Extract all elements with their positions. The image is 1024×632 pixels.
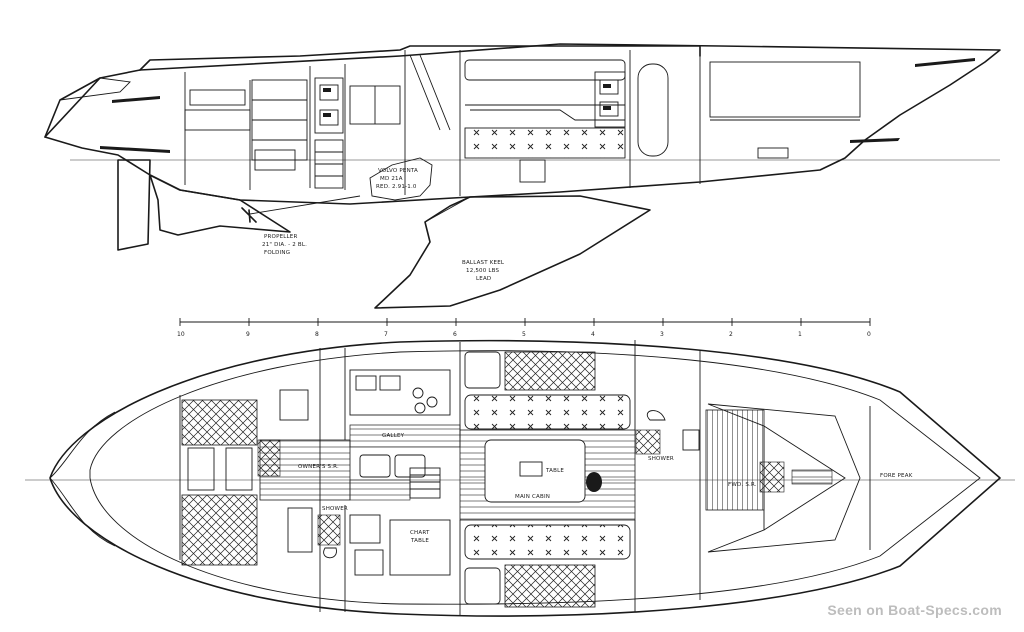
- propeller-label-2: 21" DIA. - 2 BL.: [262, 242, 307, 248]
- scale-label: 9: [246, 331, 250, 338]
- engine-label-1: VOLVO PENTA: [378, 168, 418, 174]
- chart-table-label-2: TABLE: [410, 538, 429, 544]
- scale-label: 6: [453, 331, 457, 338]
- cabin-trunk: [139, 45, 701, 71]
- scale-label: 3: [660, 331, 664, 338]
- scale-label: 2: [729, 331, 733, 338]
- chart-table-label-1: CHART: [410, 530, 430, 536]
- scale-label: 0: [867, 331, 871, 338]
- fwd-sr-label: FWD. S.R.: [728, 482, 757, 488]
- shower-aft-label: SHOWER: [322, 506, 348, 512]
- rudder: [117, 159, 151, 251]
- ballast-keel: [374, 195, 651, 309]
- shower-fwd-label: SHOWER: [648, 456, 674, 462]
- scale-label: 4: [591, 331, 595, 338]
- hull-profile: [44, 43, 1001, 205]
- scale-label: 7: [384, 331, 388, 338]
- watermark: Seen on Boat-Specs.com: [827, 602, 1002, 618]
- scale-label: 1: [798, 331, 802, 338]
- profile-settee: [464, 127, 626, 159]
- scale-label: 8: [315, 331, 319, 338]
- settee-port: [464, 394, 631, 430]
- settee-starboard: [464, 524, 631, 560]
- keel-label-2: 12,500 LBS: [466, 268, 500, 274]
- scale-label: 5: [522, 331, 526, 338]
- engine: [369, 157, 433, 201]
- propeller-label-1: PROPELLER: [264, 234, 297, 240]
- owners-sr-label: OWNER'S S.R.: [298, 464, 339, 470]
- keel-label-3: LEAD: [476, 276, 491, 282]
- scale-label: 10: [177, 331, 185, 338]
- table-label: TABLE: [545, 468, 564, 474]
- dining-table: [484, 439, 586, 503]
- galley-label: GALLEY: [382, 433, 405, 439]
- propeller-label-3: FOLDING: [264, 250, 290, 256]
- mast-step: [586, 472, 602, 492]
- main-cabin-label: MAIN CABIN: [515, 494, 550, 500]
- hull-plan: [49, 339, 1001, 617]
- engine-label-2: MD 21A: [380, 176, 403, 182]
- profile-view: VOLVO PENTA MD 21A RED. 2.91-1.0 PROPELL…: [44, 43, 1001, 309]
- engine-label-3: RED. 2.91-1.0: [376, 184, 417, 190]
- fore-peak-label: FORE PEAK: [880, 473, 913, 479]
- keel-label-1: BALLAST KEEL: [462, 260, 505, 266]
- v-berth: [707, 403, 861, 553]
- accommodation-plan: GALLEY OWNER'S S.R. TABLE MAIN CABIN SHO…: [25, 339, 1015, 617]
